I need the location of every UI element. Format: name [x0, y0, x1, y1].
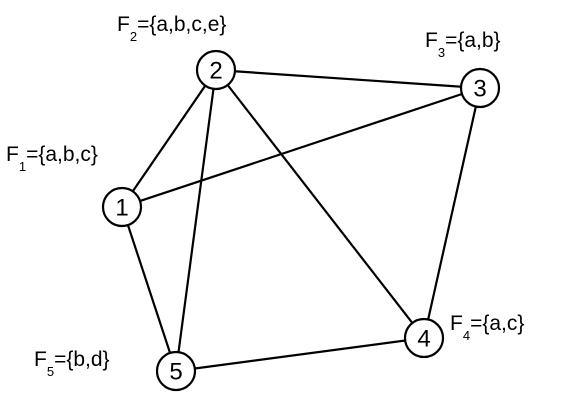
node-2-label: 2 — [209, 58, 222, 85]
nodes-layer: 1 2 3 4 5 — [101, 49, 501, 392]
edge-1-5 — [120, 205, 178, 373]
node-5-circle — [155, 350, 197, 392]
edge-2-3 — [214, 68, 482, 90]
node-4: 4 — [403, 317, 445, 359]
edge-3-4 — [422, 86, 482, 340]
node-5-label: 5 — [169, 359, 182, 386]
edge-4-5 — [174, 336, 426, 373]
node-4-label: 4 — [417, 326, 430, 353]
node-3-circle — [459, 67, 501, 109]
node-2-circle — [195, 49, 237, 91]
edge-2-5 — [174, 68, 218, 373]
set-label-f2: F2={a,b,c,e} — [117, 13, 226, 44]
node-3: 3 — [459, 67, 501, 109]
node-5: 5 — [155, 350, 197, 392]
edge-1-3 — [120, 86, 482, 209]
edges-layer — [120, 68, 482, 373]
set-label-f1: F1={a,b,c} — [6, 143, 98, 174]
set-labels-layer: F1={a,b,c} F2={a,b,c,e} F3={a,b} F4={a,c… — [6, 13, 524, 379]
set-label-f3: F3={a,b} — [425, 29, 501, 60]
set-label-f4: F4={a,c} — [450, 312, 524, 343]
edge-2-4 — [214, 68, 426, 340]
node-1-circle — [101, 186, 143, 228]
node-2: 2 — [195, 49, 237, 91]
node-3-label: 3 — [473, 76, 486, 103]
node-4-circle — [403, 317, 445, 359]
set-label-f5: F5={b,d} — [34, 348, 110, 379]
edge-1-2 — [120, 68, 218, 209]
node-1: 1 — [101, 186, 143, 228]
node-1-label: 1 — [115, 195, 128, 222]
